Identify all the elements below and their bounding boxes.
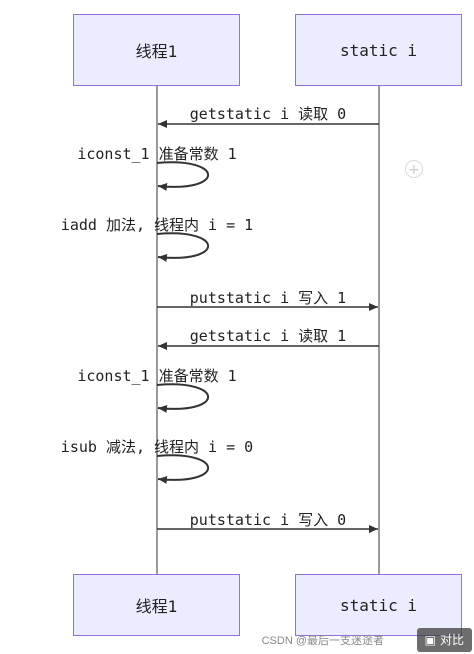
compare-button[interactable]: ▣ 对比 bbox=[416, 628, 472, 652]
message-label-getstatic-1: getstatic i 读取 1 bbox=[189, 327, 347, 345]
participant-top-thread1: 线程1 bbox=[73, 14, 240, 86]
participant-label: 线程1 bbox=[135, 597, 178, 616]
compare-button-label: 对比 bbox=[439, 633, 464, 647]
participant-bottom-thread1: 线程1 bbox=[73, 574, 240, 636]
participant-label: static i bbox=[339, 595, 418, 615]
participant-bottom-static-i: static i bbox=[295, 574, 462, 636]
message-label-getstatic-0: getstatic i 读取 0 bbox=[189, 105, 347, 123]
self-message-label-iadd: iadd 加法, 线程内 i = 1 bbox=[60, 216, 254, 234]
watermark-text: CSDN @最后一支迷途者 bbox=[261, 635, 384, 647]
zoom-in-icon[interactable]: + bbox=[405, 160, 423, 178]
self-message-arrow bbox=[156, 454, 210, 484]
self-message-arrow bbox=[156, 232, 210, 262]
self-message-arrow bbox=[156, 383, 210, 413]
self-message-label-iconst-1: iconst_1 准备常数 1 bbox=[77, 367, 237, 385]
participant-label: static i bbox=[339, 40, 418, 60]
self-message-label-iconst-1: iconst_1 准备常数 1 bbox=[77, 145, 237, 163]
self-message-label-isub: isub 减法, 线程内 i = 0 bbox=[60, 438, 254, 456]
message-label-putstatic-0: putstatic i 写入 0 bbox=[189, 511, 347, 529]
participant-label: 线程1 bbox=[135, 42, 178, 61]
participant-top-static-i: static i bbox=[295, 14, 462, 86]
message-label-putstatic-1: putstatic i 写入 1 bbox=[189, 289, 347, 307]
self-message-arrow bbox=[156, 161, 210, 191]
compare-icon: ▣ bbox=[424, 633, 436, 647]
